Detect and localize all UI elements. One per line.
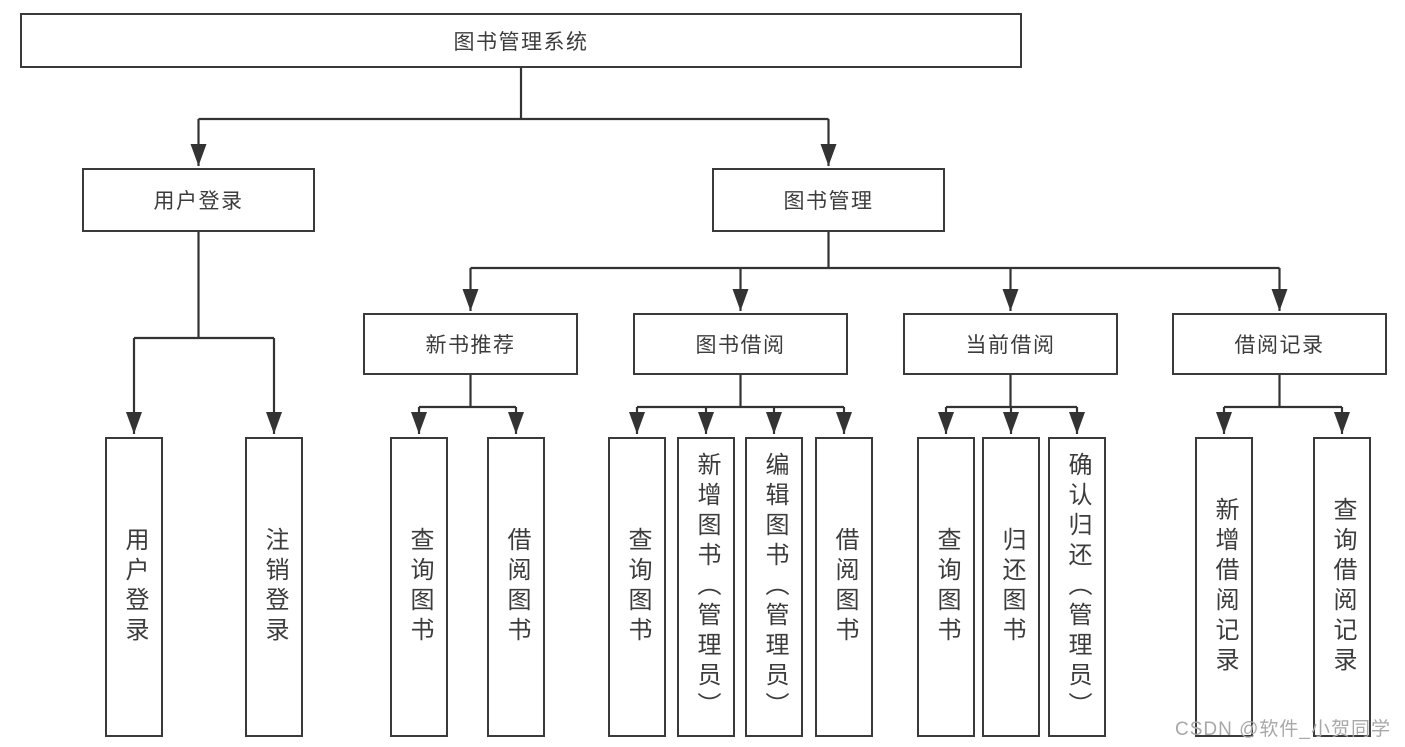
leaf-bb-borrow-books-label: 借阅图书: [831, 527, 858, 647]
leaf-bb-query-books-label: 查询图书: [624, 527, 651, 647]
node-book-borrow-label: 图书借阅: [695, 334, 786, 357]
node-new-book-recommend-label: 新书推荐: [425, 334, 516, 357]
node-current-borrow: 当前借阅: [903, 313, 1118, 375]
leaf-br-add-record: 新增借阅记录: [1195, 437, 1253, 737]
node-borrow-records-label: 借阅记录: [1234, 334, 1325, 357]
leaf-bb-add-books-admin-label: 新增图书（管理员）: [693, 452, 720, 722]
leaf-bb-add-books-admin: 新增图书（管理员）: [677, 437, 735, 737]
node-user-login: 用户登录: [82, 168, 315, 232]
leaf-cb-confirm-return-admin: 确认归还（管理员）: [1048, 437, 1106, 737]
node-borrow-records: 借阅记录: [1172, 313, 1387, 375]
leaf-br-query-record-label: 查询借阅记录: [1329, 497, 1356, 677]
node-new-book-recommend: 新书推荐: [363, 313, 578, 375]
leaf-br-query-record: 查询借阅记录: [1313, 437, 1371, 737]
leaf-logout-label: 注销登录: [261, 527, 288, 647]
leaf-cb-confirm-return-admin-label: 确认归还（管理员）: [1064, 452, 1091, 722]
node-book-management: 图书管理: [712, 168, 945, 232]
leaf-nb-borrow-books: 借阅图书: [487, 437, 545, 737]
node-book-management-label: 图书管理: [783, 190, 874, 213]
node-current-borrow-label: 当前借阅: [965, 334, 1056, 357]
leaf-cb-query-books: 查询图书: [917, 437, 975, 737]
leaf-nb-query-books: 查询图书: [390, 437, 448, 737]
leaf-cb-return-books-label: 归还图书: [998, 527, 1025, 647]
leaf-user-login-label: 用户登录: [121, 527, 148, 647]
node-root: 图书管理系统: [20, 13, 1022, 68]
node-root-label: 图书管理系统: [453, 30, 589, 54]
leaf-logout: 注销登录: [245, 437, 303, 737]
leaf-nb-query-books-label: 查询图书: [406, 527, 433, 647]
leaf-cb-return-books: 归还图书: [982, 437, 1040, 737]
node-user-login-label: 用户登录: [153, 190, 244, 213]
leaf-bb-edit-books-admin: 编辑图书（管理员）: [745, 437, 803, 737]
leaf-user-login: 用户登录: [105, 437, 163, 737]
leaf-br-add-record-label: 新增借阅记录: [1211, 497, 1238, 677]
leaf-cb-query-books-label: 查询图书: [933, 527, 960, 647]
leaf-bb-borrow-books: 借阅图书: [815, 437, 873, 737]
leaf-bb-query-books: 查询图书: [608, 437, 666, 737]
node-book-borrow: 图书借阅: [633, 313, 848, 375]
leaf-bb-edit-books-admin-label: 编辑图书（管理员）: [761, 452, 788, 722]
leaf-nb-borrow-books-label: 借阅图书: [503, 527, 530, 647]
